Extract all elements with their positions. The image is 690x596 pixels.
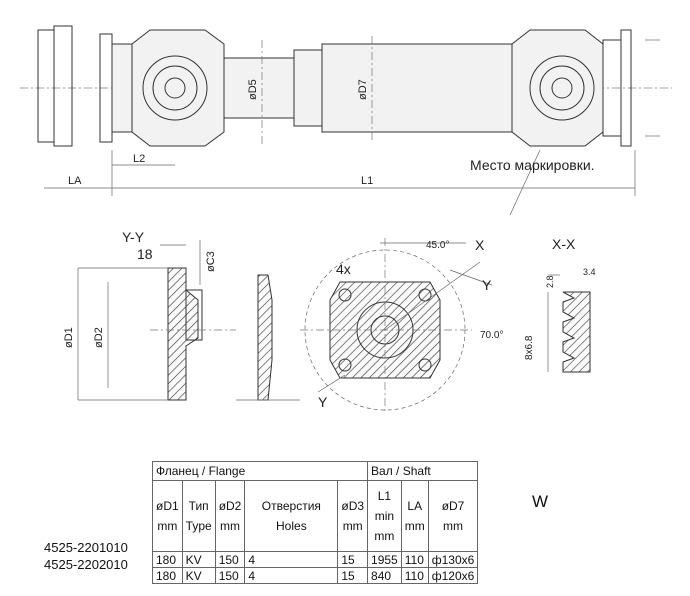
right-yoke: [511, 29, 604, 147]
shaft-tube: [223, 57, 295, 119]
flange-section: [167, 267, 199, 401]
label-d2: øD2: [93, 327, 105, 348]
group-shaft-header: Вал / Shaft: [367, 461, 479, 481]
label-la: LA: [68, 175, 82, 187]
section-yy-title: Y-Y: [122, 229, 145, 245]
label-2-8: 2.8: [545, 275, 555, 288]
label-8x68: 8x6.8: [524, 335, 535, 360]
label-y2: Y: [318, 394, 328, 410]
label-4x: 4x: [336, 261, 351, 277]
section-xx-title: X-X: [552, 236, 576, 252]
section-xx: [547, 274, 591, 373]
left-flange: [37, 29, 55, 143]
marking-place-label: Место маркировки.: [470, 157, 595, 173]
w-label: W: [532, 492, 549, 511]
label-d5: øD5: [247, 79, 259, 100]
left-yoke: [131, 29, 225, 147]
part-number: 4525-2202010: [44, 557, 128, 572]
spline-section: [562, 291, 591, 373]
label-angle-70: 70.0°: [480, 330, 503, 341]
label-x: X: [475, 237, 485, 253]
group-flange-header: Фланец / Flange: [151, 461, 369, 481]
shaft-top-view: [20, 25, 672, 216]
label-l2: L2: [133, 153, 145, 165]
label-y: Y: [482, 277, 492, 293]
label-l1: L1: [361, 175, 373, 187]
flange-face-view: [300, 238, 493, 414]
label-18: 18: [137, 246, 153, 262]
table-row: 180 KV 150 4 15 840 110 ф120x6: [152, 567, 479, 584]
table-row: 180 KV 150 4 15 1955 110 ф130x6: [152, 551, 479, 568]
section-yy: [77, 240, 300, 401]
label-angle-45: 45.0°: [426, 240, 449, 251]
label-d1: øD1: [63, 327, 75, 348]
label-3-4: 3.4: [583, 267, 596, 277]
label-c3: øC3: [205, 251, 217, 272]
part-number: 4525-2201010: [44, 540, 128, 555]
label-d7: øD7: [357, 79, 369, 100]
